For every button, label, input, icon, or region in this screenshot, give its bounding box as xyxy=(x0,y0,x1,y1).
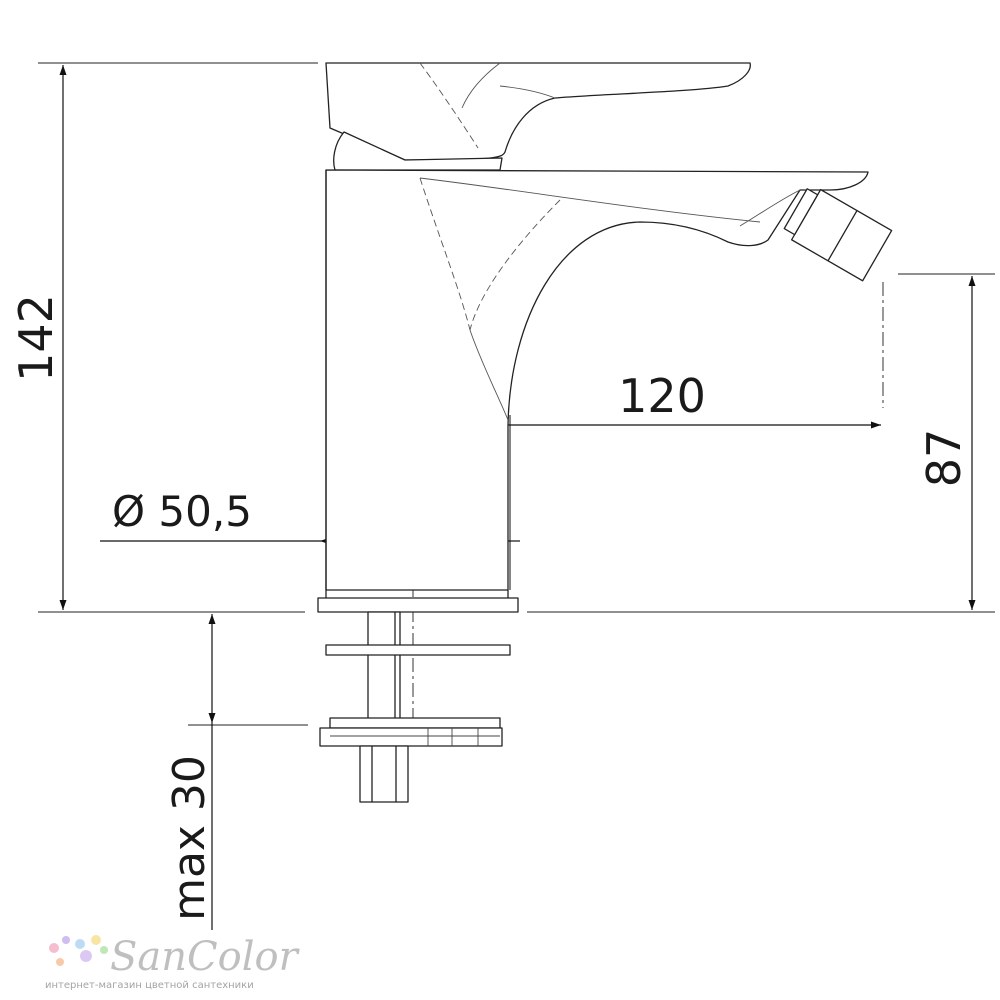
spout-hidden-lines xyxy=(419,177,801,421)
extension-lines xyxy=(38,62,995,726)
logo-dot xyxy=(62,936,70,944)
lever-handle xyxy=(325,62,751,161)
lower-washer-details xyxy=(330,728,500,746)
logo-dot xyxy=(91,935,101,945)
label-total-height: 142 xyxy=(9,294,63,382)
logo-dot xyxy=(49,943,59,953)
nozzle-split-line xyxy=(827,210,858,262)
label-base-diameter: Ø 50,5 xyxy=(112,487,252,536)
lever-handle-joint xyxy=(333,131,503,171)
upper-washer xyxy=(325,644,511,656)
hex-nut xyxy=(359,745,409,803)
base-ring xyxy=(317,597,519,613)
nozzle-back-block xyxy=(783,188,819,236)
logo-dot xyxy=(56,958,64,966)
faucet-body-and-spout xyxy=(325,169,869,591)
logo-dot xyxy=(100,946,108,954)
faucet-outline xyxy=(317,62,893,803)
logo-dots xyxy=(49,935,108,966)
label-outlet-height: 87 xyxy=(917,429,971,488)
fixing-plate xyxy=(329,717,501,729)
bidet-outlet-nozzle xyxy=(783,188,893,282)
watermark-brand: SanColor xyxy=(110,934,301,980)
logo-dot xyxy=(75,939,85,949)
label-max-counter-thickness: max 30 xyxy=(164,755,215,921)
brand-watermark: SanColor интернет-магазин цветной сантех… xyxy=(45,934,301,991)
logo-dot xyxy=(80,950,92,962)
lever-hidden-lines xyxy=(419,62,556,149)
watermark-tagline: интернет-магазин цветной сантехники xyxy=(45,980,254,991)
lower-washer xyxy=(319,727,503,747)
label-spout-reach: 120 xyxy=(618,369,706,423)
